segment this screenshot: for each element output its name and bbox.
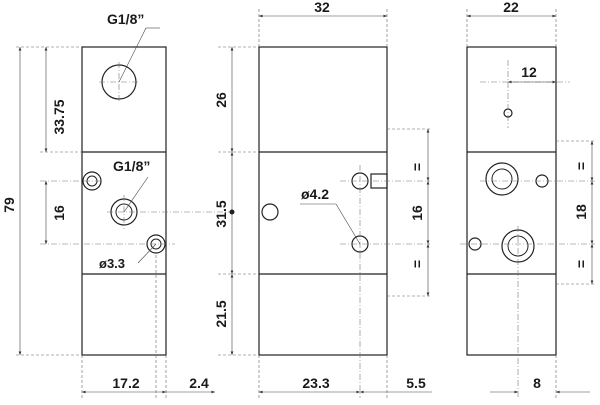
side-dim-offset: 5.5 — [406, 375, 426, 391]
end-dim-bottom-offset: 8 — [533, 375, 541, 391]
side-dim-hole-spacing: 16 — [409, 205, 425, 221]
front-thread-label-mid: G1/8” — [113, 158, 150, 174]
front-dim-width: 17.2 — [112, 375, 139, 391]
side-dim-width: 32 — [314, 0, 330, 15]
front-dim-hole-spacing: 16 — [51, 205, 67, 221]
front-view: 79 33.75 16 G1/8” G1/8” ø3.3 17.2 2.4 — [1, 11, 230, 398]
front-dim-side-offset: 2.4 — [189, 375, 209, 391]
side-dim-bottom-width: 23.3 — [302, 375, 329, 391]
front-dim-top-offset: 33.75 — [51, 99, 67, 134]
side-dim-bottom: 21.5 — [213, 300, 229, 327]
side-hole-left — [261, 203, 279, 221]
end-view: 22 12 = 18 = 8 — [460, 0, 595, 398]
end-dim-width: 22 — [503, 0, 519, 15]
end-eq-bottom: = — [573, 260, 589, 268]
front-hole-dia-label: ø3.3 — [99, 256, 125, 271]
front-body-outline — [81, 46, 167, 356]
end-dim-hole-offset: 12 — [521, 64, 537, 80]
side-dim-mid: 31.5 — [213, 200, 229, 227]
side-dim-top: 26 — [213, 92, 229, 108]
end-dim-hole-spacing: 18 — [573, 204, 589, 220]
front-dim-total-height: 79 — [1, 197, 17, 213]
front-thread-label-top: G1/8” — [107, 11, 144, 27]
end-body-outline — [466, 46, 557, 356]
side-hole-dia-label: ø4.2 — [301, 186, 329, 202]
end-eq-top: = — [573, 162, 589, 170]
side-body-outline — [258, 46, 388, 356]
side-view: 32 26 31.5 21.5 = 16 = ø4.2 23.3 5.5 — [213, 0, 432, 398]
side-eq-top: = — [409, 163, 425, 171]
side-eq-bottom: = — [409, 260, 425, 268]
